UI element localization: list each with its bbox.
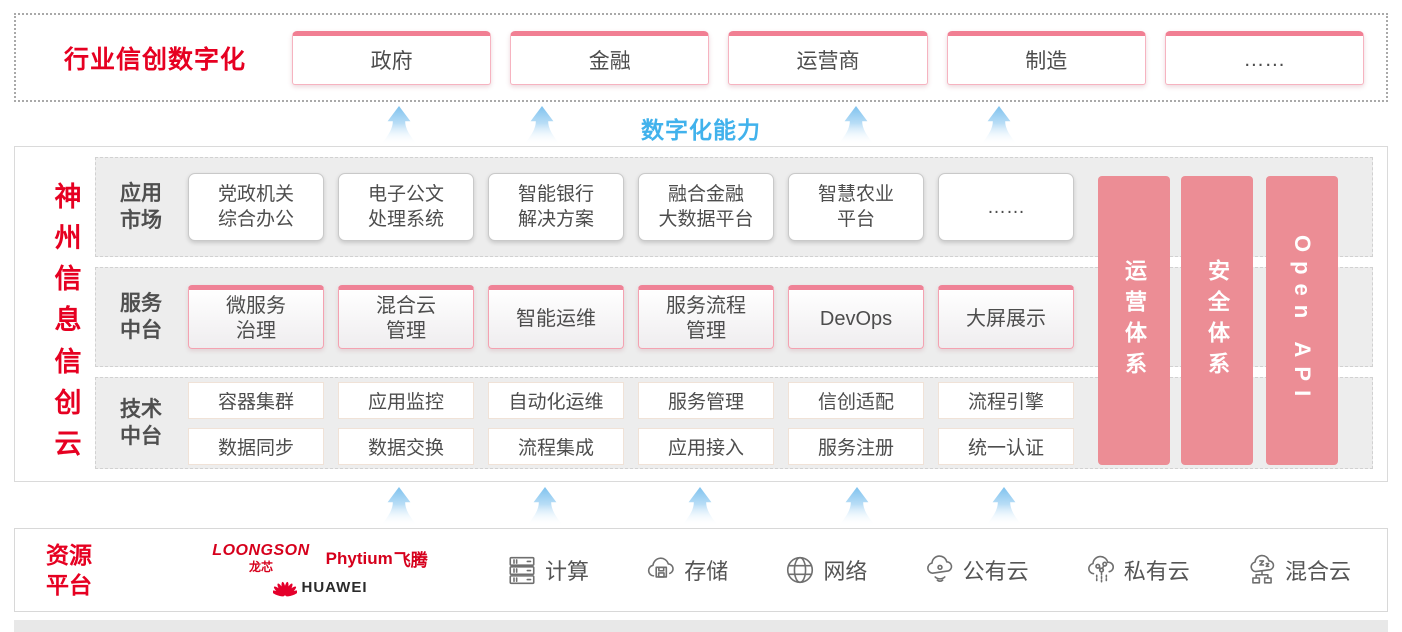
app-card: 党政机关综合办公 [188, 173, 324, 241]
up-arrow-icon [985, 486, 1023, 526]
industry-card-more: …… [1164, 30, 1365, 85]
platform-section: 神 州 信 息 信 创 云 应用 市场 党政机关综合办公 电子公文处理系统 智能… [14, 146, 1388, 482]
up-arrow-icon [380, 486, 418, 526]
app-card: 融合金融大数据平台 [638, 173, 774, 241]
industry-section: 行业信创数字化 政府 金融 运营商 制造 …… [14, 13, 1388, 102]
app-card: 智慧农业平台 [788, 173, 924, 241]
title-char: 创 [54, 387, 82, 418]
service-platform-row-label: 服务 中台 [120, 292, 162, 342]
industry-label: 金融 [588, 49, 631, 73]
industry-label: 制造 [1025, 49, 1068, 73]
industry-card-finance: 金融 [510, 30, 710, 85]
industry-label: 运营商 [796, 49, 860, 73]
app-card: 智能银行解决方案 [488, 173, 624, 241]
up-arrow-icon [523, 105, 561, 145]
vendor-logos: LOONGSON 龙芯 Phytium 飞腾 [194, 542, 446, 598]
app-market-row-label: 应用 市场 [120, 182, 162, 232]
resource-arrow-zone [0, 486, 1402, 527]
resource-item-compute: 计算 [506, 554, 589, 586]
tech-platform-row-label: 技术 中台 [120, 398, 162, 448]
title-char: 信 [54, 264, 82, 295]
huawei-logo: HUAWEI [272, 576, 368, 598]
service-card: 混合云管理 [338, 285, 474, 349]
pillar-open-api: Open API [1266, 176, 1338, 465]
service-card: 服务流程管理 [638, 285, 774, 349]
tech-cell: 信创适配 [788, 381, 924, 419]
tech-cell: 容器集群 [188, 381, 324, 419]
resource-item-list: 计算 存储 网络 [506, 554, 1351, 586]
up-arrow-icon [526, 486, 564, 526]
resource-item-hybrid-cloud: 混合云 [1246, 554, 1351, 586]
tech-cell: 统一认证 [938, 427, 1074, 465]
tech-cell: 数据交换 [338, 427, 474, 465]
tech-cell: 数据同步 [188, 427, 324, 465]
tech-cell: 流程引擎 [938, 381, 1074, 419]
hybrid-cloud-icon [1250, 554, 1275, 584]
resource-item-private-cloud: 私有云 [1085, 554, 1190, 586]
tech-cell: 应用接入 [638, 427, 774, 465]
capability-label: 数字化能力 [641, 117, 761, 143]
industry-section-title: 行业信创数字化 [64, 45, 247, 74]
app-card: 电子公文处理系统 [338, 173, 474, 241]
resource-section-title: 资源 平台 [46, 542, 92, 598]
network-icon [787, 556, 814, 584]
resource-item-storage: 存储 [645, 554, 728, 586]
title-char: 云 [54, 428, 82, 459]
service-card-list: 微服务治理 混合云管理 智能运维 服务流程管理 DevOps 大屏展示 [188, 285, 1074, 349]
app-card-more: …… [938, 173, 1074, 241]
title-char: 信 [54, 346, 82, 377]
up-arrow-icon [380, 105, 418, 145]
title-char: 息 [54, 305, 82, 336]
tech-cell: 服务注册 [788, 427, 924, 465]
pillar-operation-system: 运营体系 [1098, 176, 1170, 465]
tech-cell: 应用监控 [338, 381, 474, 419]
tech-cell-grid: 容器集群 应用监控 自动化运维 服务管理 信创适配 流程引擎 数据同步 数据交换… [188, 381, 1074, 465]
service-card: 大屏展示 [938, 285, 1074, 349]
resource-item-public-cloud: 公有云 [924, 554, 1029, 586]
resource-section: 资源 平台 LOONGSON 龙芯 Phytium 飞腾 [14, 528, 1388, 612]
bottom-divider-bar [14, 620, 1388, 632]
title-char: 神 [54, 182, 82, 212]
industry-label: 政府 [370, 49, 413, 73]
title-char: 州 [54, 223, 82, 254]
pillar-security-system: 安全体系 [1181, 176, 1253, 465]
storage-icon [648, 557, 674, 578]
compute-icon [509, 556, 535, 585]
service-card: 智能运维 [488, 285, 624, 349]
industry-card-list: 政府 金融 运营商 制造 …… [292, 30, 1365, 85]
public-cloud-icon [926, 555, 952, 582]
industry-card-government: 政府 [292, 30, 492, 85]
tech-cell: 流程集成 [488, 427, 624, 465]
up-arrow-icon [837, 105, 875, 145]
service-card: 微服务治理 [188, 285, 324, 349]
resource-item-network: 网络 [784, 554, 867, 586]
capability-arrow-zone: 数字化能力 [0, 102, 1402, 146]
loongson-logo: LOONGSON 龙芯 [212, 542, 310, 574]
industry-label: …… [1243, 47, 1286, 71]
app-card-list: 党政机关综合办公 电子公文处理系统 智能银行解决方案 融合金融大数据平台 智慧农… [188, 173, 1074, 241]
service-card: DevOps [788, 285, 924, 349]
tech-cell: 服务管理 [638, 381, 774, 419]
up-arrow-icon [838, 486, 876, 526]
up-arrow-icon [980, 105, 1018, 145]
up-arrow-icon [681, 486, 719, 526]
platform-vertical-title: 神 州 信 息 信 创 云 [39, 175, 97, 461]
industry-card-manufacturing: 制造 [946, 30, 1146, 85]
industry-card-operator: 运营商 [728, 30, 928, 85]
tech-cell: 自动化运维 [488, 381, 624, 419]
huawei-flower-icon [272, 581, 297, 597]
phytium-logo: Phytium 飞腾 [325, 548, 428, 571]
private-cloud-icon [1087, 555, 1114, 583]
